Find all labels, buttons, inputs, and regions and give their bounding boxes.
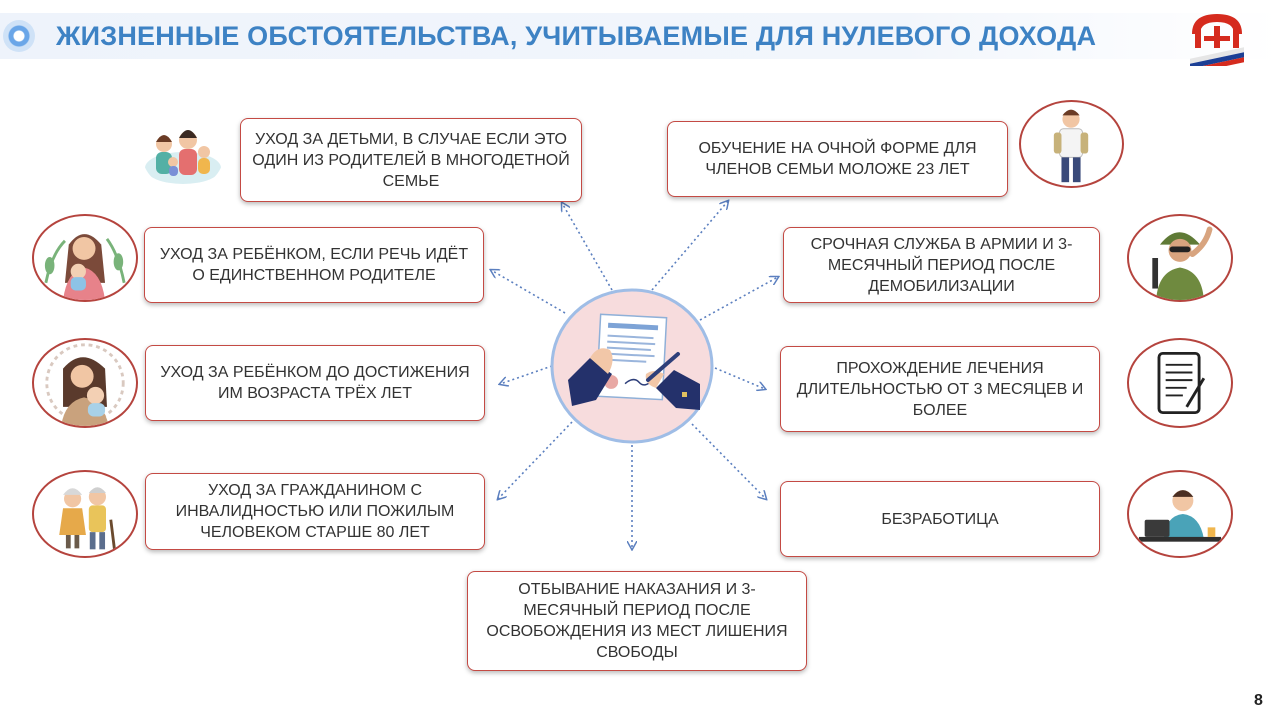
- family-icon: [142, 118, 224, 190]
- hub-signing-document-icon: [550, 288, 715, 445]
- student-icon: [1019, 100, 1124, 188]
- card-child-under-three: Уход за ребёнком до достижения им возрас…: [145, 345, 485, 421]
- document-icon: [1127, 338, 1233, 428]
- page-title: ЖИЗНЕННЫЕ ОБСТОЯТЕЛЬСТВА, УЧИТЫВАЕМЫЕ ДЛ…: [56, 20, 1096, 52]
- card-child-single-parent: Уход за ребёнком, если речь идёт о единс…: [144, 227, 484, 303]
- card-full-time-study: Обучение на очной форме для членов семьи…: [667, 121, 1008, 197]
- card-unemployment: Безработица: [780, 481, 1100, 557]
- card-disabled-or-elderly: Уход за гражданином с инвалидностью или …: [145, 473, 485, 550]
- pfr-logo-icon: [1184, 6, 1250, 66]
- card-long-treatment: Прохождение лечения длительностью от 3 м…: [780, 346, 1100, 432]
- card-imprisonment: Отбывание наказания и 3-месячный период …: [467, 571, 807, 671]
- baby-care-icon: [32, 338, 138, 428]
- job-seeker-laptop-icon: [1127, 470, 1233, 558]
- arrow-to-full-time-study: [652, 201, 728, 290]
- mother-child-icon: [32, 214, 138, 302]
- arrow-to-long-treatment: [715, 368, 765, 389]
- page-number: 8: [1254, 692, 1263, 710]
- soldier-icon: [1127, 214, 1233, 302]
- header-bullet-icon: [3, 20, 35, 52]
- elderly-couple-icon: [32, 470, 138, 558]
- arrow-to-child-under-three: [500, 366, 552, 384]
- card-military-service: Срочная служба в армии и 3-месячный пери…: [783, 227, 1100, 303]
- arrow-to-children-large-family: [562, 203, 612, 290]
- card-children-large-family: Уход за детьми, в случае если это один и…: [240, 118, 582, 202]
